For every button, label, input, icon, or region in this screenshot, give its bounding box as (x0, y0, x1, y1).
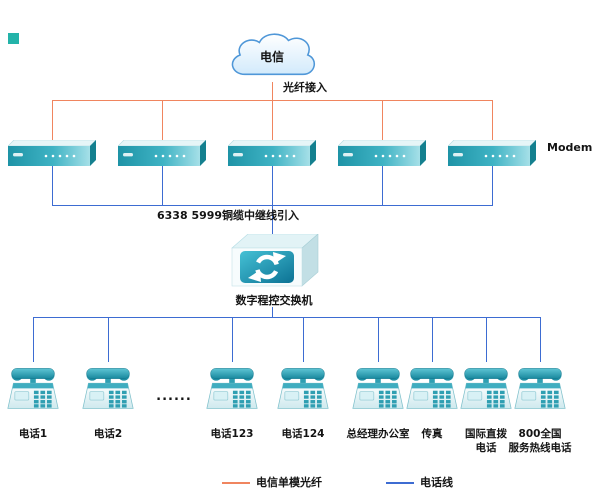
trunk-drop-1 (52, 166, 53, 206)
phone-icon (458, 360, 514, 414)
copper-trunk-label: 6338 5999铜缆中继线引入 (157, 209, 300, 222)
fiber-drop-5 (492, 101, 493, 140)
trunk-bus (52, 205, 493, 206)
fiber-drop-3 (272, 101, 273, 140)
fiber-drop-4 (382, 101, 383, 140)
phone-drop-4 (303, 318, 304, 362)
phone-icon (204, 360, 260, 414)
phone-icon (512, 360, 568, 414)
legend-swatch-phone (386, 482, 414, 484)
phone-label: 800全国 服务热线电话 (508, 428, 572, 454)
phone-label: 国际直拨 电话 (465, 428, 507, 454)
phone-drop-7 (486, 318, 487, 362)
phone-label: 电话124 (281, 428, 325, 440)
modem-device (338, 140, 426, 166)
phone-label: 总经理办公室 (346, 428, 410, 440)
telecom-cloud: 电信 (222, 26, 322, 84)
cloud-label: 电信 (259, 50, 284, 64)
trunk-drop-3 (272, 166, 273, 206)
phone-icon (80, 360, 136, 414)
modem-device (118, 140, 206, 166)
switch-drop (272, 307, 273, 318)
phone-drop-3 (232, 318, 233, 362)
phone-label: 电话1 (18, 428, 48, 440)
phone-icon (350, 360, 406, 414)
phone-icon (275, 360, 331, 414)
phone-drop-8 (540, 318, 541, 362)
phone-label: 电话2 (93, 428, 123, 440)
fiber-access-label: 光纤接入 (283, 81, 327, 94)
phone-label: 电话123 (210, 428, 254, 440)
fiber-line-bus (52, 100, 493, 101)
modem-label: Modem (547, 141, 593, 154)
ellipsis-label: ...... (156, 389, 192, 404)
phone-drop-6 (432, 318, 433, 362)
trunk-to-switch (272, 206, 273, 236)
legend-swatch-fiber (222, 482, 250, 484)
trunk-drop-2 (162, 166, 163, 206)
phone-icon (404, 360, 460, 414)
legend-label-fiber: 电信单模光纤 (256, 476, 322, 489)
phone-icon (5, 360, 61, 414)
trunk-drop-5 (492, 166, 493, 206)
legend-label-phone: 电话线 (420, 476, 453, 489)
phone-bus (33, 317, 541, 318)
modem-device (448, 140, 536, 166)
pbx-switch-label: 数字程控交换机 (235, 294, 313, 307)
fiber-line-cloud-drop (272, 82, 273, 100)
cloud-icon (231, 33, 315, 76)
fiber-drop-1 (52, 101, 53, 140)
switch-swirl-icon (224, 234, 324, 296)
modem-device (228, 140, 316, 166)
pbx-switch (224, 234, 324, 296)
trunk-drop-4 (382, 166, 383, 206)
corner-mark (8, 33, 19, 44)
fiber-drop-2 (162, 101, 163, 140)
phone-label: 传真 (421, 428, 443, 440)
phone-drop-1 (33, 318, 34, 362)
phone-drop-5 (378, 318, 379, 362)
phone-drop-2 (108, 318, 109, 362)
modem-device (8, 140, 96, 166)
